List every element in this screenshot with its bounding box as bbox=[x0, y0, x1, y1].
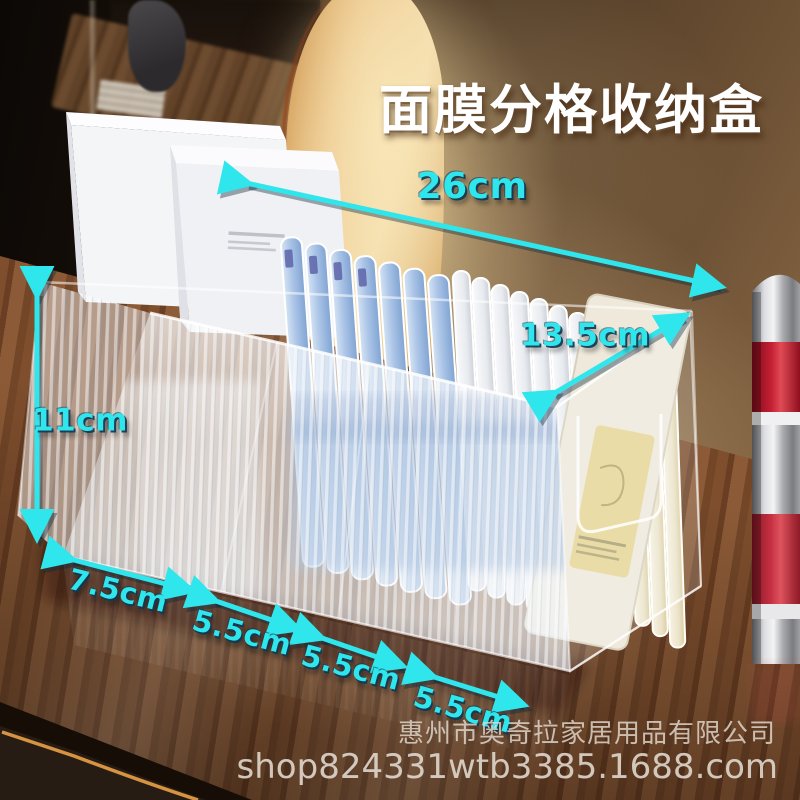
figurine-silhouette bbox=[128, 0, 186, 92]
compartment-arrow-1 bbox=[40, 535, 198, 601]
company-name: 惠州市奥奇拉家居用品有限公司 bbox=[397, 719, 776, 749]
width-dimension-label: 26cm bbox=[416, 166, 528, 207]
height-dimension-label: 11cm bbox=[32, 402, 128, 439]
compartment-arrow-2 bbox=[182, 575, 304, 637]
drawer-front bbox=[0, 726, 206, 800]
shop-url: shop824331wtb3385.1688.com bbox=[236, 747, 778, 787]
drawer-gold-trim bbox=[1, 730, 199, 800]
red-glass-vessel bbox=[752, 274, 800, 722]
handle-cutout bbox=[576, 414, 663, 534]
compartment-arrow-3 bbox=[288, 611, 409, 674]
compartment-arrow-4 bbox=[400, 651, 530, 713]
depth-dimension-label: 13.5cm bbox=[519, 317, 651, 354]
page-title: 面膜分格收纳盒 bbox=[379, 80, 764, 141]
depth-arrow bbox=[521, 312, 691, 423]
width-arrow bbox=[216, 160, 727, 298]
